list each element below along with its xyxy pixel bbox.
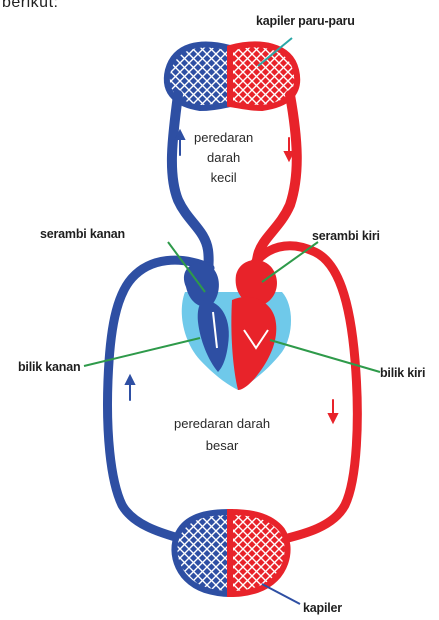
up-arrow-icon bbox=[126, 376, 134, 400]
body-capillary-blue-half bbox=[174, 512, 230, 594]
large-circulation-line-1: peredaran darah bbox=[174, 413, 270, 435]
down-arrow-icon bbox=[329, 400, 337, 422]
label-body-capillaries: kapiler bbox=[303, 601, 342, 615]
body-capillary-network bbox=[174, 512, 287, 594]
large-circulation-line-2: besar bbox=[174, 435, 270, 457]
small-circulation-line-1: peredaran bbox=[194, 128, 253, 148]
label-right-ventricle: bilik kanan bbox=[18, 360, 80, 374]
label-left-atrium: serambi kiri bbox=[312, 229, 380, 243]
small-circulation-line-3: kecil bbox=[194, 168, 253, 188]
pointer-line-body-capillaries bbox=[262, 584, 300, 604]
label-right-atrium: serambi kanan bbox=[40, 227, 125, 241]
body-capillary-red-half bbox=[230, 512, 288, 594]
small-circulation-line-2: darah bbox=[194, 148, 253, 168]
pointer-line-left-ventricle bbox=[270, 340, 380, 372]
label-lung-capillaries: kapiler paru-paru bbox=[256, 14, 355, 28]
heart bbox=[182, 260, 291, 390]
large-circulation-caption: peredaran darah besar bbox=[174, 413, 270, 457]
pointer-line-right-ventricle bbox=[84, 338, 200, 366]
label-left-ventricle: bilik kiri bbox=[380, 366, 425, 380]
systemic-vessels bbox=[108, 246, 358, 540]
small-circulation-caption: peredaran darah kecil bbox=[194, 128, 253, 188]
lung-capillary-network bbox=[167, 44, 297, 108]
